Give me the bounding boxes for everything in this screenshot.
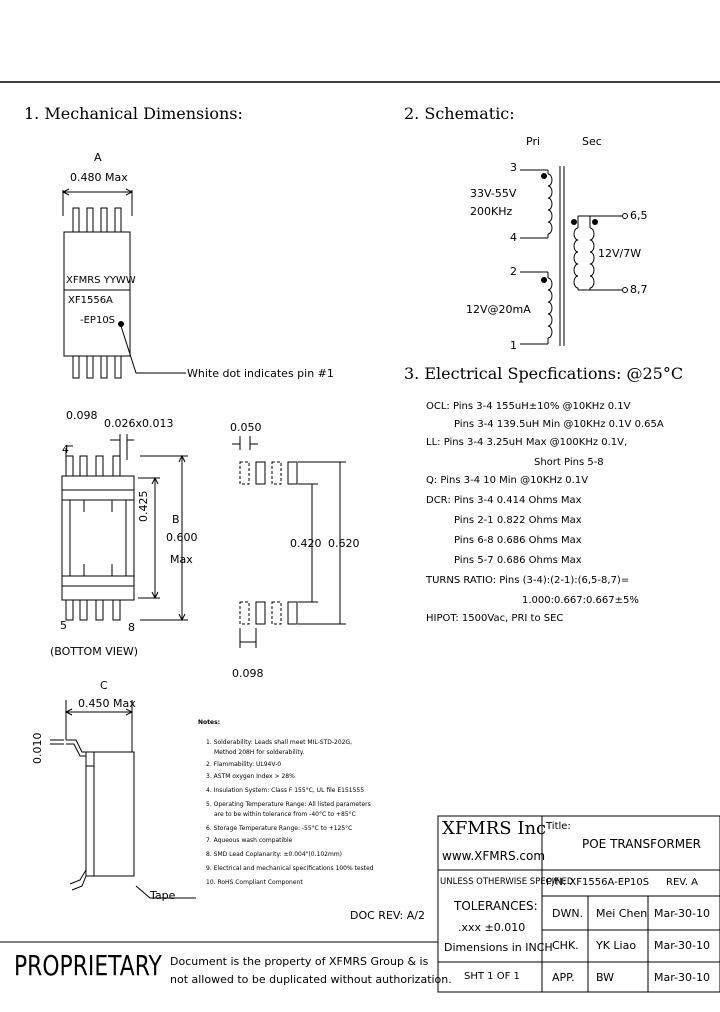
note-item: 5. Operating Temperature Range: All list… [206, 801, 371, 808]
bottom-pin-8: 8 [128, 621, 135, 634]
pad-dim-098: 0.098 [232, 667, 264, 680]
note-item: 2. Flammability: UL94V-0 [206, 761, 282, 768]
tolerance-value: .xxx ±0.010 [458, 921, 526, 934]
spec-line: TURNS RATIO: Pins (3-4):(2-1):(6,5-8,7)= [426, 575, 630, 586]
pri-label: Pri [526, 135, 541, 148]
bottom-dim-026: 0.026x0.013 [104, 417, 174, 430]
row-date: Mar-30-10 [654, 939, 710, 952]
component-bottom-view [61, 434, 188, 622]
row-name: Mei Chen [596, 907, 648, 920]
spec-line: LL: Pins 3-4 3.25uH Max @100KHz 0.1V, [426, 437, 628, 448]
pin-3: 3 [510, 161, 517, 174]
pad-dim-050: 0.050 [230, 421, 262, 434]
revision: REV. A [666, 877, 699, 888]
volt-in: 33V-55V [470, 187, 517, 200]
sheet-number: SHT 1 OF 1 [464, 971, 520, 982]
bottom-dim-098: 0.098 [66, 409, 98, 422]
marking-line2: XF1556A [68, 295, 113, 306]
tape-label: Tape [150, 889, 176, 902]
company-name: XFMRS Inc [442, 818, 547, 839]
spec-line: Pins 5-7 0.686 Ohms Max [454, 555, 582, 566]
pin-65: 6,5 [630, 209, 648, 222]
freq: 200KHz [470, 205, 513, 218]
electrical-heading: 3. Electrical Specfications: @25°C [404, 364, 684, 383]
dim-b-value: 0.600 [166, 531, 198, 544]
note-item: are to be within tolerance from -40°C to… [214, 811, 356, 818]
title-value: POE TRANSFORMER [582, 837, 702, 851]
doc-rev: DOC REV: A/2 [350, 909, 425, 922]
sec-rating: 12V/7W [598, 247, 642, 260]
pin1-dot [118, 321, 124, 327]
spec-line: HIPOT: 1500Vac, PRI to SEC [426, 613, 564, 624]
note-item: 6. Storage Temperature Range: -55°C to +… [206, 825, 353, 832]
note-item: 8. SMD Lead Coplanarity: ±0.004"(0.102mm… [206, 851, 342, 858]
spec-line: OCL: Pins 3-4 155uH±10% @10KHz 0.1V [426, 401, 631, 412]
spec-line: Q: Pins 3-4 10 Min @10KHz 0.1V [426, 475, 589, 486]
unless-specified: UNLESS OTHERWISE SPECIFIED [440, 877, 574, 887]
sec-label: Sec [582, 135, 602, 148]
schematic-diagram [520, 166, 628, 346]
row-role: APP. [552, 971, 575, 984]
spec-line: Pins 6-8 0.686 Ohms Max [454, 535, 582, 546]
note-item: 9. Electrical and mechanical specificati… [206, 865, 374, 872]
dim-c-label: C [100, 679, 108, 692]
bottom-pin-4: 4 [62, 443, 69, 456]
spec-line: 1.000:0.667:0.667±5% [522, 595, 639, 606]
dim-a-label: A [94, 151, 102, 164]
row-date: Mar-30-10 [654, 907, 710, 920]
mechanical-heading: 1. Mechanical Dimensions: [24, 104, 243, 123]
row-date: Mar-30-10 [654, 971, 710, 984]
note-item: 10. RoHS Compliant Component [206, 879, 303, 886]
pin-2: 2 [510, 265, 517, 278]
pad-dim-620: 0.620 [328, 537, 360, 550]
dim-b-max: Max [170, 553, 193, 566]
current: 12V@20mA [466, 303, 531, 316]
title-label: Title: [546, 821, 571, 832]
note-item: 7. Aqueous wash compatible [206, 837, 293, 844]
pad-dim-420: 0.420 [290, 537, 322, 550]
dim-0425: 0.425 [137, 490, 150, 523]
dim-c-value: 0.450 Max [78, 697, 136, 710]
bottom-view-label: (BOTTOM VIEW) [50, 645, 139, 658]
note-item: Method 208H for solderability. [214, 749, 305, 756]
side-dim-010: 0.010 [31, 732, 44, 765]
proprietary-label: PROPRIETARY [14, 949, 162, 982]
spec-line: DCR: Pins 3-4 0.414 Ohms Max [426, 495, 582, 506]
spec-line: Pins 2-1 0.822 Ohms Max [454, 515, 582, 526]
dimensions-unit: Dimensions in INCH [444, 941, 553, 954]
pin-87: 8,7 [630, 283, 648, 296]
notes-title: Notes: [198, 719, 221, 726]
note-item: 1. Solderability: Leads shall meet MIL-S… [206, 739, 353, 746]
note-item: 4. Insulation System: Class F 155°C, UL … [206, 787, 365, 794]
pin-1: 1 [510, 339, 517, 352]
row-name: YK Liao [596, 939, 637, 952]
bottom-pin-5: 5 [60, 619, 67, 632]
tolerances-label: TOLERANCES: [454, 899, 538, 913]
part-number: P/N: XF1556A-EP10S [546, 877, 650, 888]
row-role: DWN. [552, 907, 584, 920]
proprietary-line1: Document is the property of XFMRS Group … [170, 955, 429, 968]
proprietary-line2: not allowed to be duplicated without aut… [170, 973, 452, 986]
component-side-view [50, 700, 196, 899]
marking-line3: -EP10S [80, 315, 116, 326]
spec-line: Pins 3-4 139.5uH Min @10KHz 0.1V 0.65A [454, 419, 664, 430]
company-website[interactable]: www.XFMRS.com [442, 849, 546, 863]
title-block-lines [0, 815, 720, 993]
note-item: 3. ASTM oxygen Index > 28% [206, 773, 295, 780]
component-top-view [61, 188, 186, 379]
pin-4: 4 [510, 231, 517, 244]
pad-layout [232, 436, 346, 648]
dim-a-value: 0.480 Max [70, 171, 128, 184]
row-role: CHK. [552, 939, 579, 952]
row-name: BW [596, 971, 615, 984]
white-dot-note: White dot indicates pin #1 [187, 367, 334, 380]
dim-b-label: B [172, 513, 180, 526]
marking-line1: XFMRS YYWW [66, 275, 136, 286]
schematic-heading: 2. Schematic: [404, 104, 515, 123]
spec-line: Short Pins 5-8 [534, 457, 604, 468]
